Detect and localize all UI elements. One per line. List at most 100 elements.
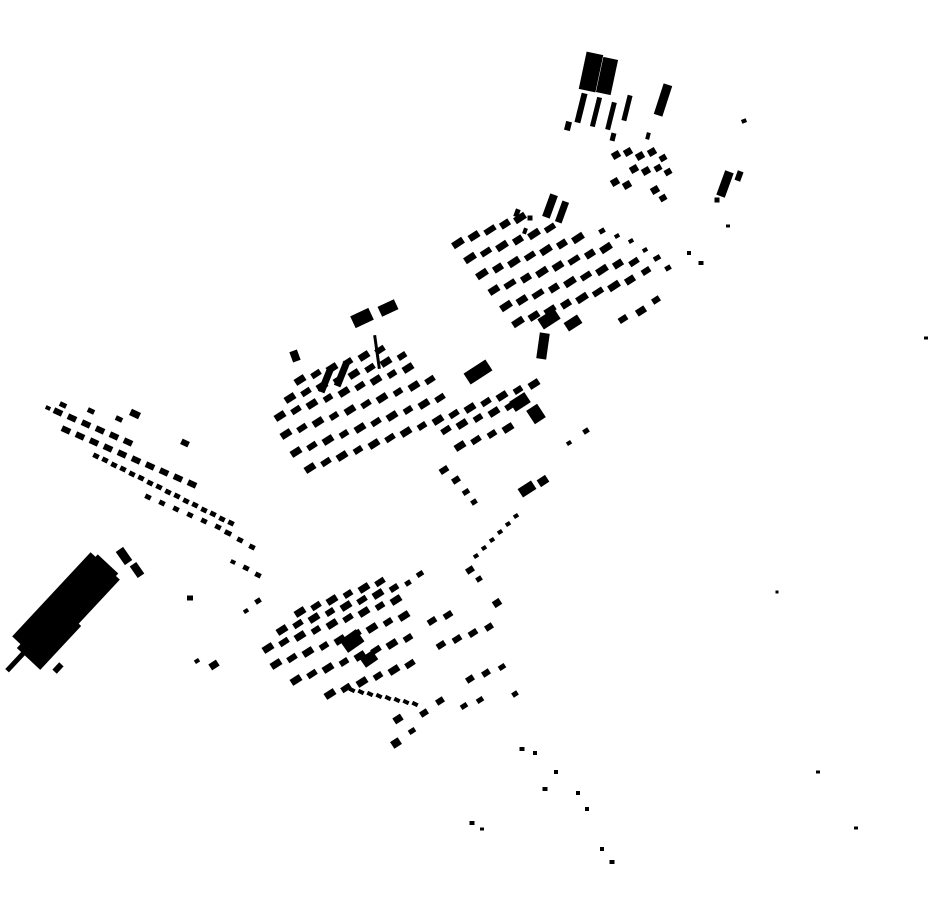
building-footprint <box>533 751 537 755</box>
building-footprint <box>475 575 483 583</box>
building-footprint <box>275 624 289 636</box>
building-footprint <box>350 307 374 329</box>
building-footprint <box>290 404 302 416</box>
building-footprint <box>563 314 583 332</box>
building-footprint <box>375 692 383 700</box>
building-footprint <box>359 650 379 668</box>
building-footprint <box>343 404 357 416</box>
building-footprint <box>527 378 541 390</box>
building-footprint <box>310 600 322 612</box>
building-footprint <box>582 427 590 435</box>
building-footprint <box>372 671 384 681</box>
building-footprint <box>340 682 352 694</box>
building-footprint <box>80 419 92 429</box>
building-footprint <box>536 332 550 360</box>
building-footprint <box>88 437 100 447</box>
building-footprint <box>296 422 308 434</box>
building-footprint <box>301 646 315 658</box>
building-footprint <box>583 248 597 260</box>
building-footprint <box>116 449 128 459</box>
building-footprint <box>339 600 353 612</box>
building-footprint <box>401 362 415 374</box>
building-footprint <box>535 265 549 279</box>
building-footprint <box>307 612 321 624</box>
building-footprint <box>16 604 82 670</box>
building-footprint <box>102 443 114 453</box>
building-footprint <box>115 546 133 566</box>
building-footprint <box>463 402 477 414</box>
building-footprint <box>209 510 217 518</box>
building-footprint <box>387 664 401 676</box>
building-footprint <box>467 230 481 242</box>
building-footprint <box>338 657 350 667</box>
building-footprint <box>687 251 691 255</box>
building-footprint <box>180 438 190 448</box>
building-footprint <box>392 387 404 397</box>
building-footprint <box>567 254 581 266</box>
building-footprint <box>507 255 521 269</box>
building-footprint <box>424 374 436 386</box>
building-footprint <box>595 56 619 96</box>
building-footprint <box>386 369 398 379</box>
building-footprint <box>542 787 548 791</box>
building-footprint <box>208 659 220 671</box>
building-footprint <box>487 284 501 296</box>
building-footprint <box>357 582 371 594</box>
building-footprint <box>332 375 344 385</box>
building-footprint <box>172 505 180 513</box>
building-footprint <box>442 610 454 620</box>
building-footprint <box>130 455 142 465</box>
building-footprint <box>324 607 336 617</box>
building-footprint <box>498 218 512 230</box>
building-footprint <box>342 589 354 599</box>
building-footprint <box>537 308 561 330</box>
building-footprint <box>182 497 190 505</box>
building-footprint <box>236 536 244 544</box>
building-footprint <box>472 552 480 560</box>
building-footprint <box>607 279 621 293</box>
building-footprint <box>465 674 475 684</box>
building-footprint <box>575 291 589 305</box>
building-footprint <box>357 606 371 618</box>
building-footprint <box>342 612 354 624</box>
building-footprint <box>496 528 504 536</box>
building-footprint <box>591 286 605 298</box>
building-footprint <box>453 440 467 452</box>
building-footprint <box>611 258 625 270</box>
building-footprint <box>543 304 557 316</box>
building-footprint <box>539 243 553 257</box>
building-footprint <box>486 429 498 439</box>
building-footprint <box>434 392 446 404</box>
building-footprint <box>352 445 364 455</box>
building-footprint <box>402 698 410 706</box>
building-footprint <box>816 770 820 774</box>
building-footprint <box>86 407 96 415</box>
building-footprint <box>714 197 720 203</box>
building-footprint <box>158 467 170 477</box>
building-footprint <box>325 594 339 606</box>
building-footprint <box>101 456 109 464</box>
building-footprint <box>565 439 573 447</box>
building-footprint <box>328 411 340 421</box>
building-footprint <box>475 267 489 281</box>
building-footprint <box>292 618 304 630</box>
building-footprint <box>536 474 550 488</box>
building-footprint <box>399 426 413 438</box>
building-footprint <box>384 694 392 702</box>
building-footprint <box>645 132 651 140</box>
building-footprint <box>480 827 484 831</box>
building-footprint <box>628 256 640 268</box>
building-footprint <box>426 616 438 626</box>
building-footprint <box>128 470 136 478</box>
building-footprint <box>144 461 156 471</box>
building-footprint <box>564 120 572 132</box>
building-footprint <box>269 658 283 670</box>
building-footprint <box>342 357 354 367</box>
building-footprint <box>431 414 445 426</box>
building-footprint <box>193 657 201 665</box>
building-footprint <box>187 595 193 601</box>
building-footprint <box>740 118 748 124</box>
building-footprint <box>114 415 124 423</box>
building-footprint <box>335 450 349 462</box>
building-footprint <box>286 652 298 664</box>
